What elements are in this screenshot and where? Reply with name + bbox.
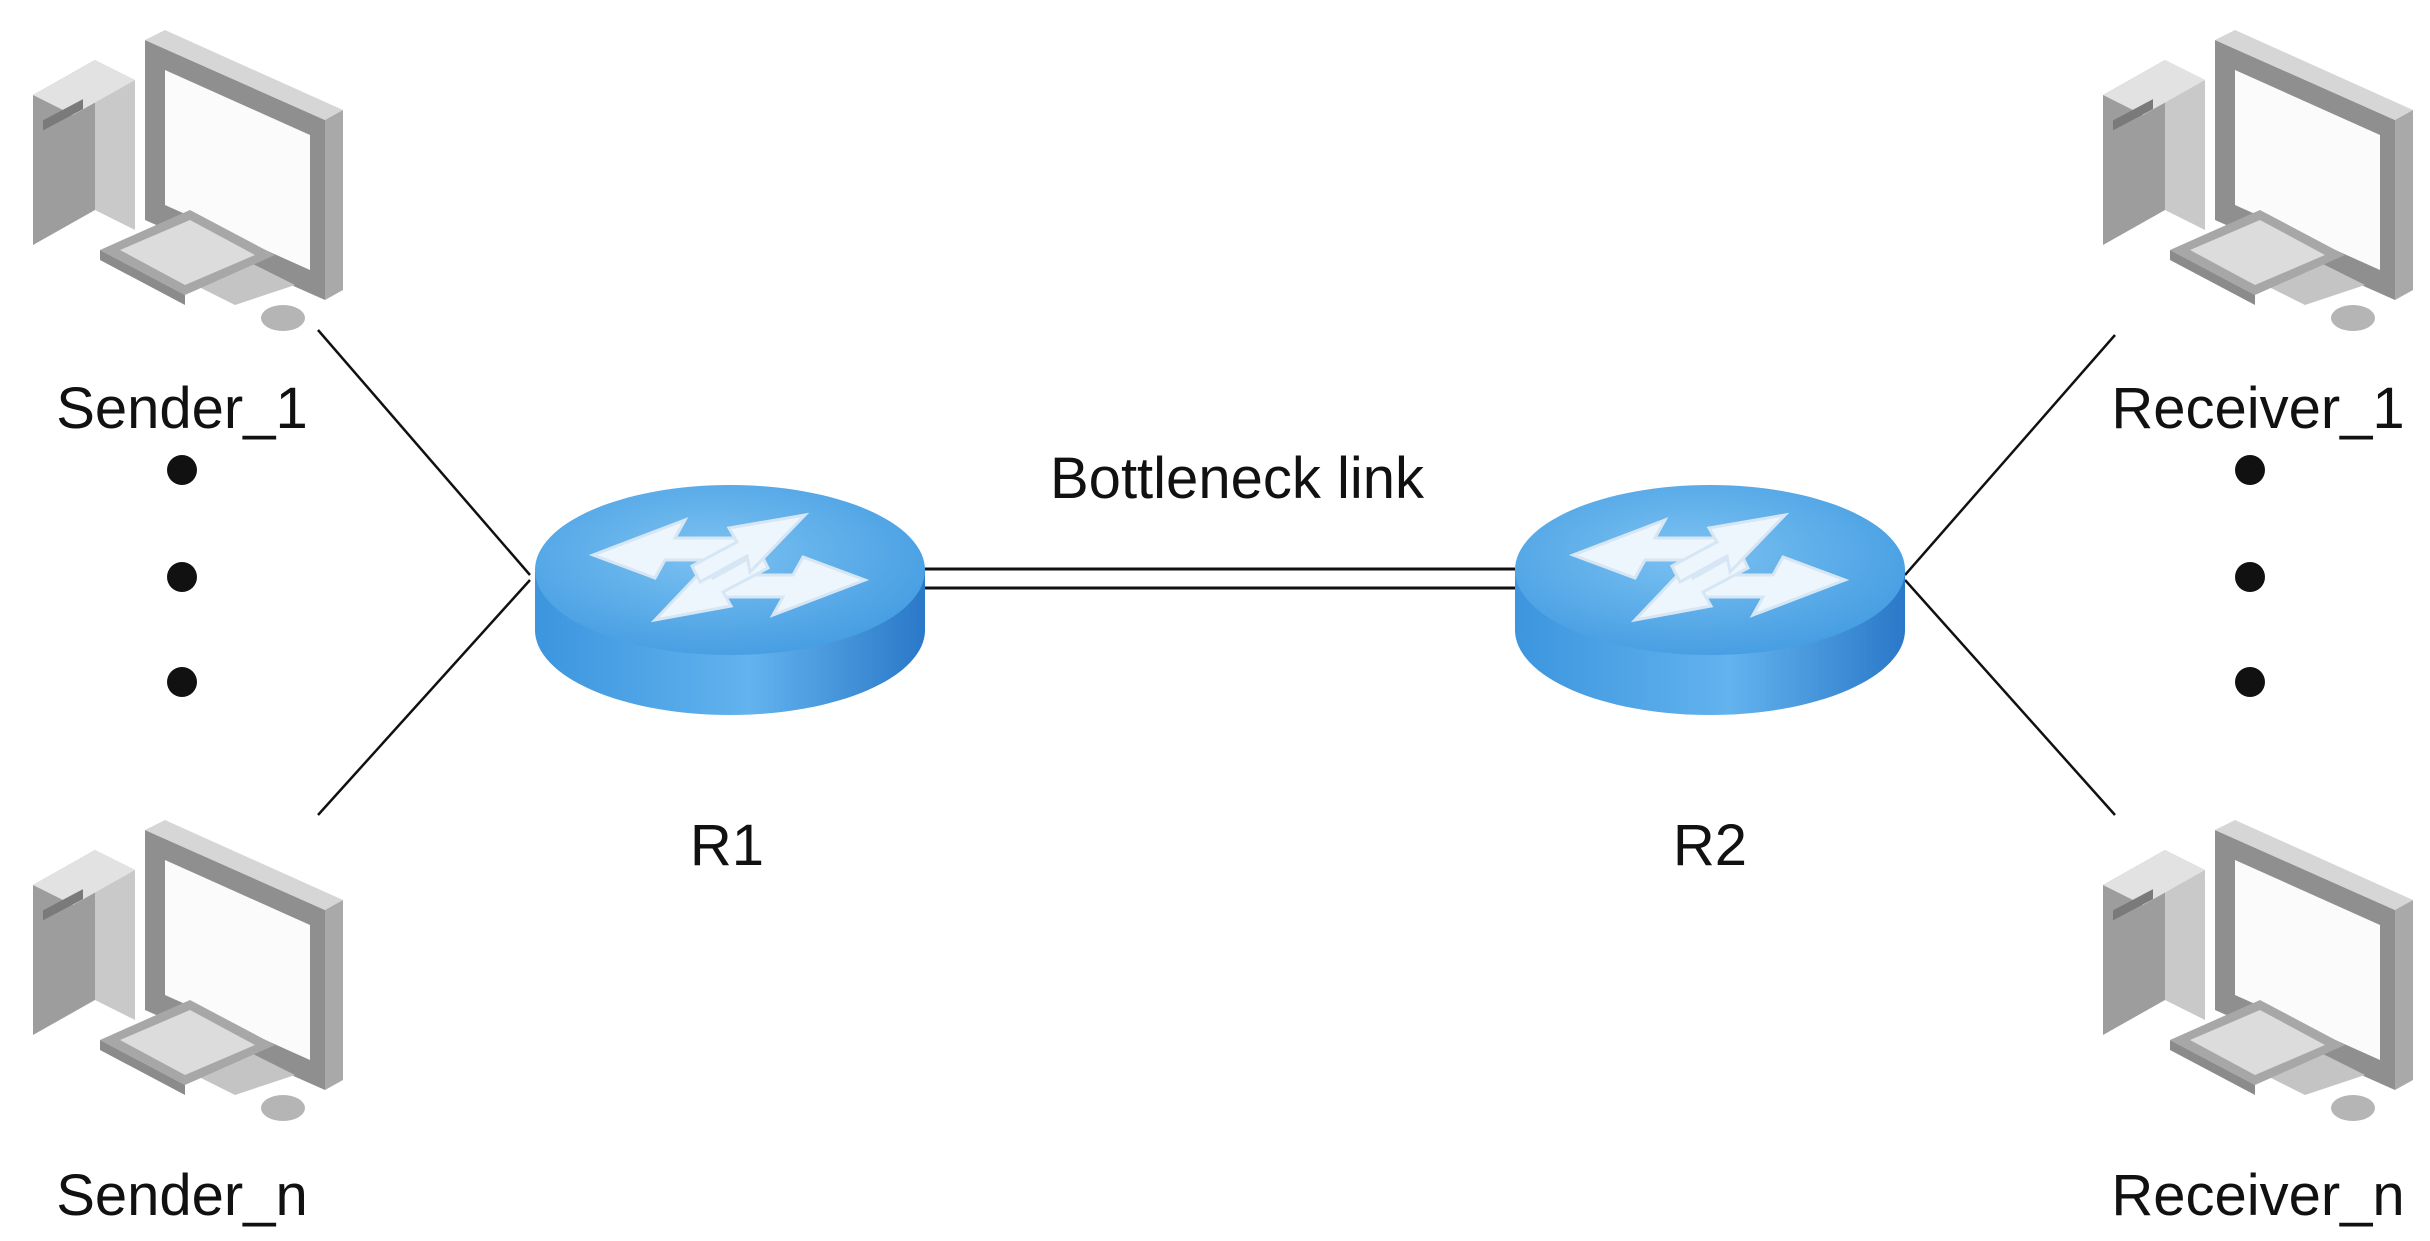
link-r2-receivern: [1904, 579, 2116, 816]
router-r1-label: R1: [690, 813, 764, 878]
receiver-ellipsis: [2235, 455, 2265, 697]
router-r2-label: R2: [1673, 813, 1747, 878]
link-r2-receiver1: [1904, 334, 2116, 576]
sender-first-label: Sender_1: [56, 376, 308, 441]
desktop-computer-icon: [33, 30, 343, 331]
link-sender1-r1: [317, 329, 531, 576]
receiver-last-label: Receiver_n: [2111, 1163, 2404, 1228]
router-icon: [533, 483, 927, 717]
bottleneck-link: [920, 567, 1515, 590]
router-icon: [1513, 483, 1907, 717]
sender-last-label: Sender_n: [56, 1163, 308, 1228]
link-sendern-r1: [317, 579, 531, 816]
bottleneck-link-label: Bottleneck link: [1050, 446, 1425, 511]
desktop-computer-icon: [33, 820, 343, 1121]
sender-ellipsis: [167, 455, 197, 697]
desktop-computer-icon: [2103, 820, 2413, 1121]
desktop-computer-icon: [2103, 30, 2413, 331]
receiver-first-label: Receiver_1: [2111, 376, 2404, 441]
